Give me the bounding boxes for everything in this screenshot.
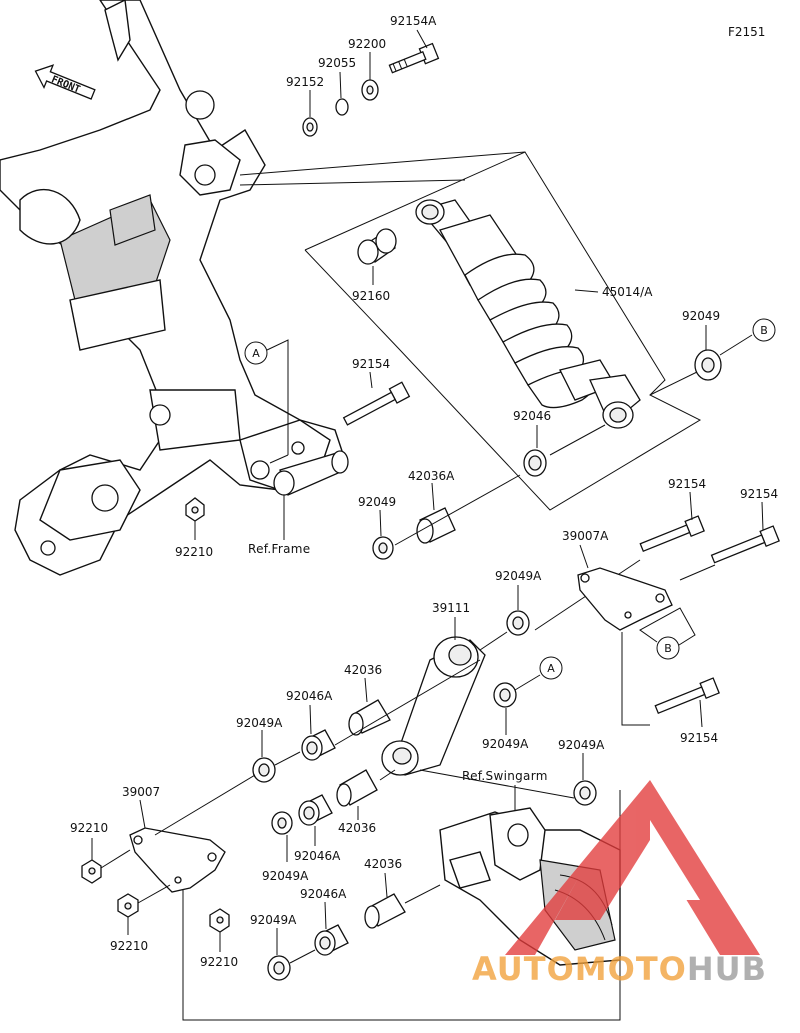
- callout-92049A-4: 92049A: [558, 738, 605, 752]
- bushing-92046A-2: [298, 794, 333, 826]
- callout-92200: 92200: [348, 37, 386, 51]
- shock-box-outline: [304, 151, 702, 511]
- ref-swingarm-label: Ref.Swingarm: [462, 769, 548, 783]
- seal-92049A-5: [271, 811, 293, 835]
- callout-39007: 39007: [122, 785, 160, 799]
- watermark-moto: MOTO: [575, 950, 687, 988]
- svg-text:A: A: [547, 662, 555, 675]
- front-arrow-icon: FRONT: [34, 64, 96, 100]
- watermark-triangle-icon: [505, 780, 760, 955]
- washer-92055: [335, 98, 349, 116]
- bushing-92046A-3: [314, 924, 349, 956]
- callout-92154-right2: 92154: [740, 487, 778, 501]
- bushing-92046A-1: [301, 729, 336, 761]
- callout-92049-top: 92049: [682, 309, 720, 323]
- callout-92210-3: 92210: [200, 955, 238, 969]
- seal-92049A-1: [506, 610, 530, 636]
- callout-92055: 92055: [318, 56, 356, 70]
- frame-assembly: [0, 0, 526, 576]
- watermark-logo: AUTOMOTOHUB: [472, 780, 767, 988]
- ref-frame-label: Ref.Frame: [248, 542, 310, 556]
- callout-92152: 92152: [286, 75, 324, 89]
- seal-92049A-6: [267, 955, 291, 981]
- washer-92152: [302, 117, 318, 137]
- collar-42036-3: [364, 893, 406, 929]
- figure-code: F2151: [728, 25, 765, 39]
- bolt-92154A: [388, 42, 440, 74]
- callout-92046A-2: 92046A: [294, 849, 341, 863]
- callout-42036-2: 42036: [338, 821, 376, 835]
- callout-92154-a: 92154: [352, 357, 390, 371]
- callout-92046A-1: 92046A: [286, 689, 333, 703]
- nut-92210-top: [185, 497, 205, 522]
- watermark-text: AUTOMOTOHUB: [472, 950, 767, 988]
- svg-text:B: B: [760, 324, 768, 337]
- watermark-auto: AUTO: [472, 950, 575, 988]
- svg-text:B: B: [664, 642, 672, 655]
- collar-42036-1: [348, 699, 391, 736]
- callout-92049A-3: 92049A: [236, 716, 283, 730]
- callout-92160: 92160: [352, 289, 390, 303]
- nut-92210-2: [117, 893, 139, 918]
- callout-92154A: 92154A: [390, 14, 437, 28]
- callout-42036A: 42036A: [408, 469, 455, 483]
- circle-ref-B-mid: B: [656, 636, 680, 660]
- seal-92049A-3: [252, 757, 276, 783]
- callout-92049-mid: 92049: [358, 495, 396, 509]
- seal-92049-mid: [372, 536, 394, 560]
- circle-ref-B-top: B: [752, 318, 776, 342]
- svg-text:A: A: [252, 347, 260, 360]
- tie-rod-39007: [129, 827, 226, 893]
- callout-39007A: 39007A: [562, 529, 609, 543]
- callout-92046: 92046: [513, 409, 551, 423]
- nut-92210-1: [81, 859, 102, 884]
- bushing-92160: [357, 228, 397, 265]
- callout-42036-3: 42036: [364, 857, 402, 871]
- callout-45014A: 45014/A: [602, 285, 653, 299]
- callout-92210-top: 92210: [175, 545, 213, 559]
- circle-ref-A-mid: A: [539, 656, 563, 680]
- callout-92049A-2: 92049A: [482, 737, 529, 751]
- seal-92049A-4: [573, 780, 597, 806]
- watermark-hub: HUB: [687, 950, 767, 988]
- frame-pivot-pin: [273, 450, 349, 496]
- callout-92210-1: 92210: [70, 821, 108, 835]
- bolt-92154-right1: [639, 515, 705, 553]
- tie-rod-39007A: [577, 567, 673, 631]
- collar-42036A: [416, 507, 456, 544]
- callout-39111: 39111: [432, 601, 470, 615]
- bushing-92046: [523, 449, 547, 477]
- circle-ref-A-top: A: [244, 341, 268, 365]
- callout-92046A-3: 92046A: [300, 887, 347, 901]
- callout-92154-bottom: 92154: [680, 731, 718, 745]
- seal-92049A-2: [493, 682, 517, 708]
- bolt-92154-a: [342, 381, 411, 426]
- callout-92049A-1: 92049A: [495, 569, 542, 583]
- callout-92049A-6: 92049A: [250, 913, 297, 927]
- nut-92210-3: [209, 908, 230, 933]
- callout-92049A-5: 92049A: [262, 869, 309, 883]
- washer-92200: [361, 79, 379, 101]
- bolt-92154-bottom: [654, 677, 720, 715]
- connecting-rod-39111: [381, 636, 486, 776]
- bolt-92154-right2: [710, 525, 780, 564]
- callout-42036-1: 42036: [344, 663, 382, 677]
- shock-absorber-45014A: [415, 199, 641, 429]
- collar-42036-2: [336, 769, 378, 807]
- seal-92049-top: [694, 349, 722, 381]
- callout-92210-2: 92210: [110, 939, 148, 953]
- callout-92154-right1: 92154: [668, 477, 706, 491]
